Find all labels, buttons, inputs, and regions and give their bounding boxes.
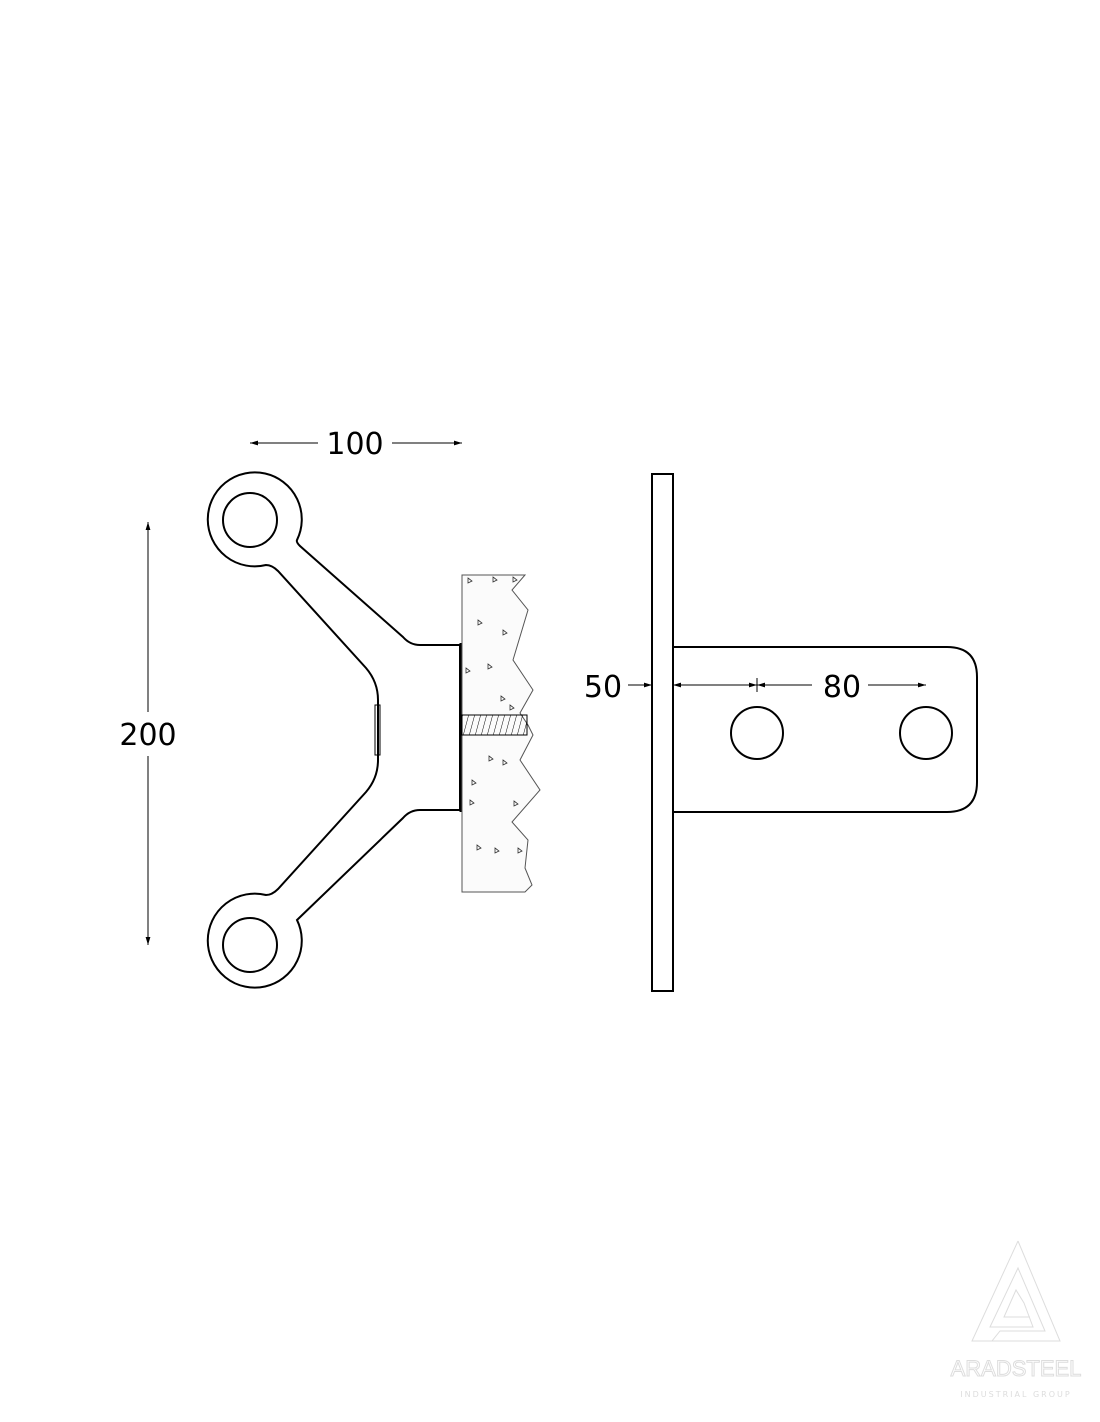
bracket-arm bbox=[673, 646, 978, 813]
dimension-label-100: 100 bbox=[326, 427, 383, 462]
dimension-height: 200 bbox=[119, 522, 177, 945]
side-view-bracket bbox=[651, 473, 978, 992]
logo-name: ARADSTEEL bbox=[951, 1356, 1082, 1381]
logo-tagline: INDUSTRIAL GROUP bbox=[960, 1390, 1071, 1399]
anchor-bolt bbox=[461, 714, 528, 736]
dimension-label-80: 80 bbox=[823, 670, 861, 705]
spider-hole-bottom bbox=[222, 917, 278, 973]
dimension-label-50: 50 bbox=[584, 670, 622, 705]
dimension-offsets: 50 80 bbox=[584, 670, 926, 705]
aradsteel-logo: ARADSTEEL INDUSTRIAL GROUP bbox=[950, 1240, 1082, 1399]
spider-fitting bbox=[206, 471, 463, 989]
bracket-hole-1 bbox=[730, 706, 784, 760]
logo-triangle-icon bbox=[989, 1240, 1061, 1342]
dimension-width: 100 bbox=[250, 427, 462, 462]
spider-hole-top bbox=[222, 492, 278, 548]
bracket-hole-2 bbox=[899, 706, 953, 760]
concrete-wall-section bbox=[461, 574, 541, 893]
base-plate bbox=[651, 473, 674, 992]
dimension-label-200: 200 bbox=[119, 718, 176, 753]
